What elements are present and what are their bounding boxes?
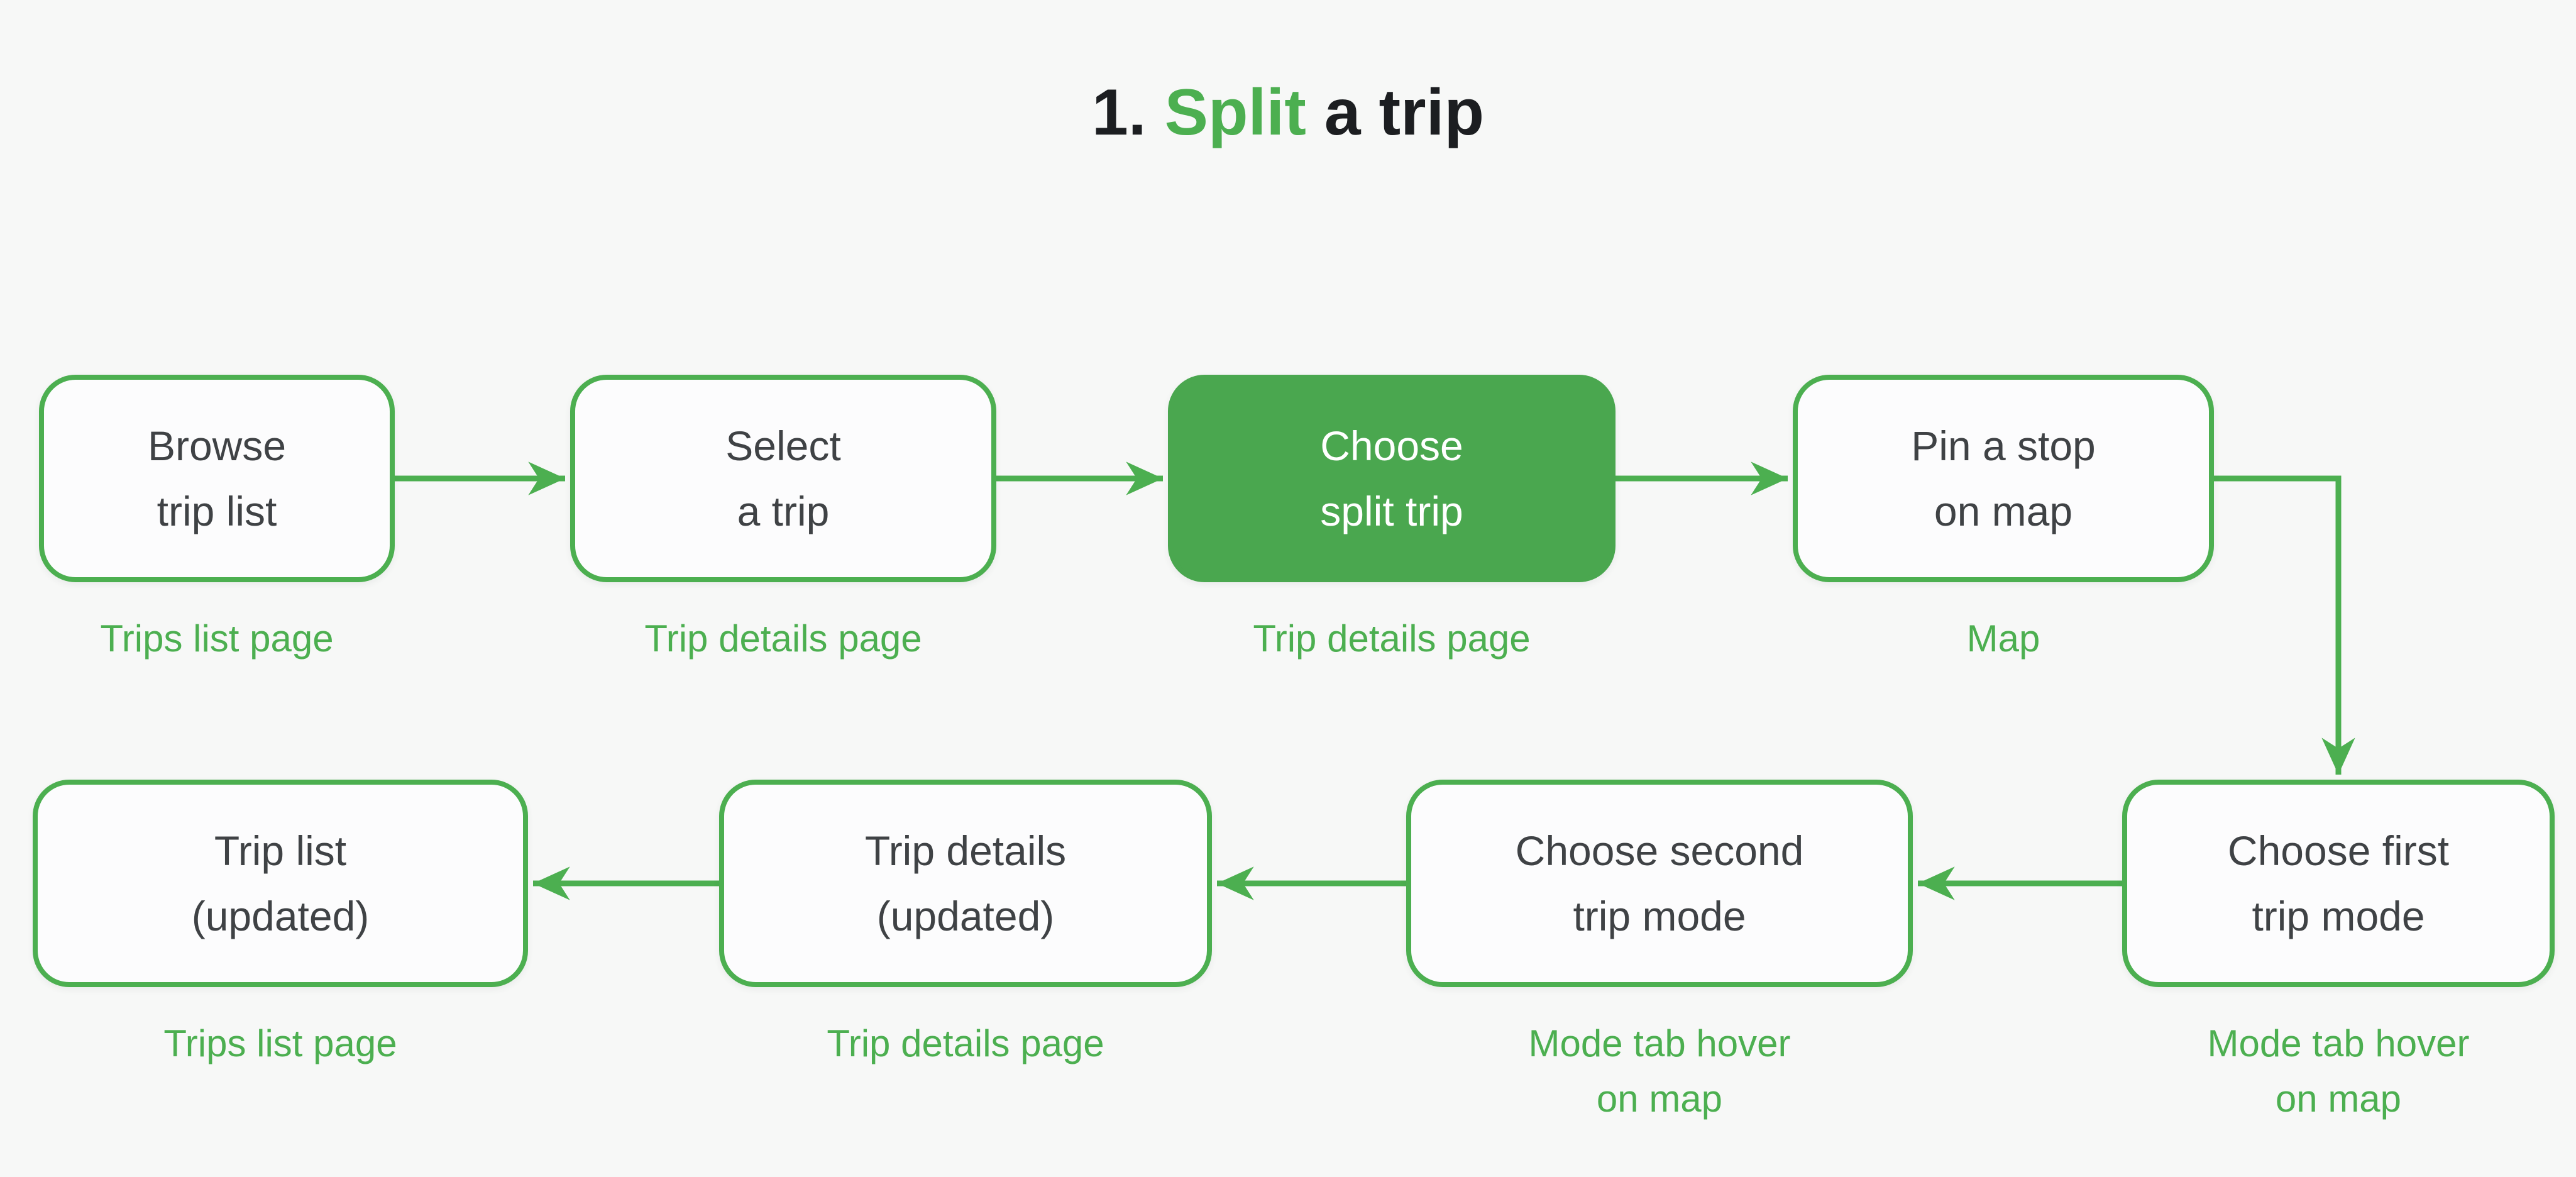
node-caption: Map	[1755, 611, 2252, 666]
flow-node-trip-list-updated: Trip list (updated) Trips list page	[33, 780, 528, 1064]
caption-line: Mode tab hover	[2207, 1022, 2470, 1064]
node-label-line: Browse	[147, 423, 287, 469]
flow-node-pin-a-stop-on-map: Pin a stop on map Map	[1793, 375, 2214, 660]
node-caption: Mode tab hover on map	[2084, 1016, 2576, 1127]
node-caption: Trip details page	[1130, 611, 1653, 666]
node-box: Choose second trip mode	[1406, 780, 1913, 987]
flow-node-choose-split-trip: Choose split trip Trip details page	[1168, 375, 1616, 660]
node-box: Pin a stop on map	[1793, 375, 2214, 582]
node-box: Choose split trip	[1168, 375, 1616, 582]
node-label-line: trip mode	[2252, 893, 2425, 939]
node-box: Choose first trip mode	[2122, 780, 2555, 987]
node-box: Trip details (updated)	[719, 780, 1212, 987]
caption-line: on map	[2275, 1078, 2402, 1120]
node-caption: Trips list page	[0, 1016, 566, 1071]
node-box: Select a trip	[570, 375, 996, 582]
node-caption: Trip details page	[681, 1016, 1250, 1071]
flow-node-browse-trip-list: Browse trip list Trips list page	[39, 375, 395, 660]
node-box: Trip list (updated)	[33, 780, 528, 987]
node-label-line: Select	[725, 423, 841, 469]
caption-line: Trips list page	[163, 1022, 397, 1064]
node-caption: Trip details page	[532, 611, 1034, 666]
node-label-line: Choose second	[1515, 827, 1804, 874]
title-rest: a trip	[1306, 76, 1485, 149]
flow-node-choose-second-trip-mode: Choose second trip mode Mode tab hover o…	[1406, 780, 1913, 1120]
caption-line: Trips list page	[100, 617, 334, 660]
caption-line: Trip details page	[644, 617, 922, 660]
node-label-line: trip mode	[1573, 893, 1746, 939]
caption-line: Map	[1966, 617, 2040, 660]
node-label-line: (updated)	[191, 893, 370, 939]
flow-node-trip-details-updated: Trip details (updated) Trip details page	[719, 780, 1212, 1064]
node-label-line: Trip details	[864, 827, 1067, 874]
flow-node-choose-first-trip-mode: Choose first trip mode Mode tab hover on…	[2122, 780, 2555, 1120]
flow-node-select-a-trip: Select a trip Trip details page	[570, 375, 996, 660]
node-label-line: (updated)	[876, 893, 1055, 939]
node-caption: Mode tab hover on map	[1368, 1016, 1951, 1127]
node-label-line: Choose	[1320, 423, 1463, 469]
node-label-line: on map	[1934, 488, 2073, 534]
node-caption: Trips list page	[1, 611, 432, 666]
node-label-line: Trip list	[214, 827, 347, 874]
node-label-line: a trip	[737, 488, 830, 534]
node-label-line: Choose first	[2227, 827, 2450, 874]
title-number: 1.	[1091, 76, 1165, 149]
caption-line: Trip details page	[827, 1022, 1104, 1064]
caption-line: on map	[1596, 1078, 1723, 1120]
caption-line: Mode tab hover	[1528, 1022, 1791, 1064]
node-box: Browse trip list	[39, 375, 395, 582]
node-label-line: trip list	[157, 488, 277, 534]
node-label-line: Pin a stop	[1911, 423, 2096, 469]
title-highlight: Split	[1164, 76, 1306, 149]
arrow-pin-to-first-elbow	[2214, 475, 2355, 775]
page-title: 1. Split a trip	[0, 70, 2576, 155]
caption-line: Trip details page	[1253, 617, 1531, 660]
node-label-line: split trip	[1320, 488, 1463, 534]
